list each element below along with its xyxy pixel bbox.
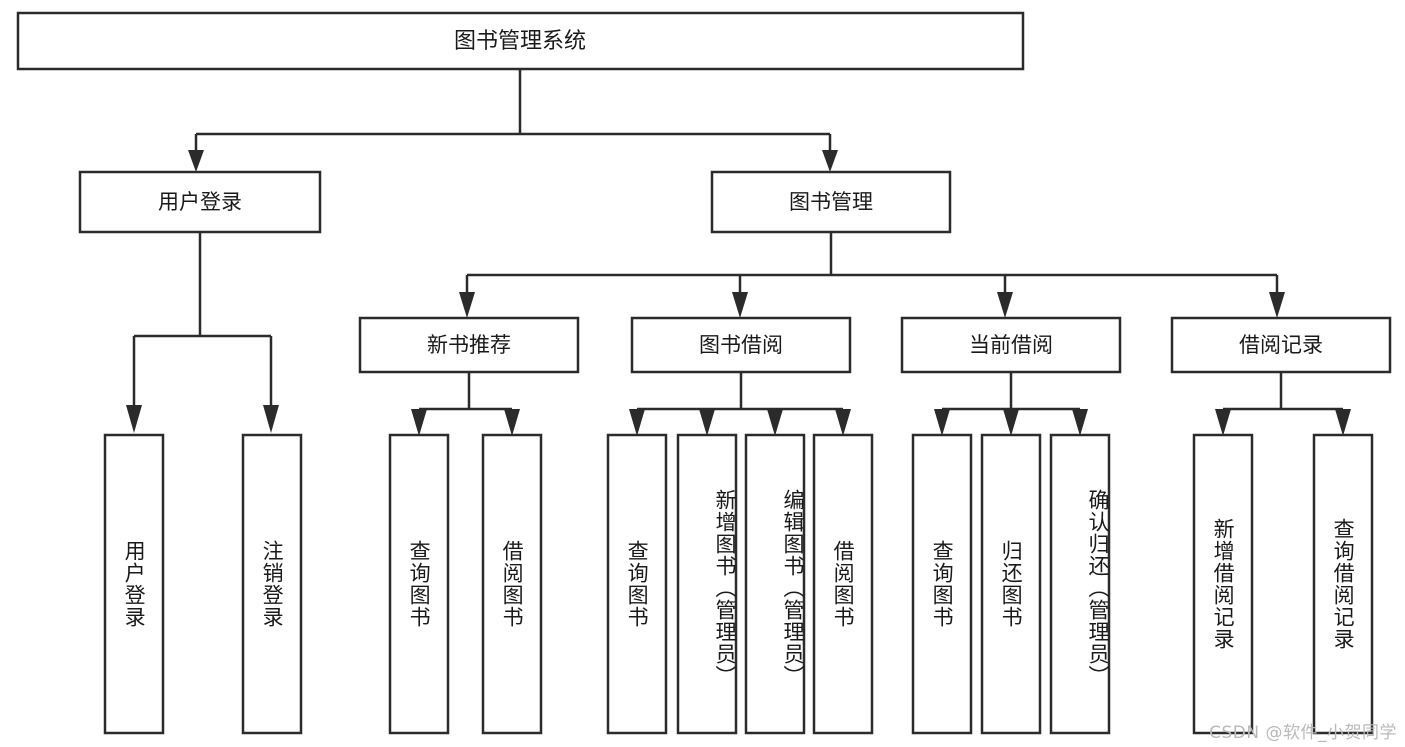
node-new-book-rec-label: 新书推荐	[427, 333, 511, 357]
node-root-label: 图书管理系统	[454, 29, 586, 54]
arrow-head-user-login	[188, 150, 204, 172]
node-new-book-rec[interactable]: 新书推荐	[358, 316, 580, 374]
connector-book-manage-to-level3	[459, 232, 1285, 318]
leaf-box-br-1[interactable]	[1312, 433, 1374, 735]
leaf-box-cb-1[interactable]	[980, 433, 1042, 735]
node-user-login[interactable]: 用户登录	[78, 170, 322, 234]
leaf-box-nbr-0[interactable]	[388, 433, 450, 735]
node-borrow-record-box[interactable]	[1170, 316, 1392, 374]
node-current-borrow-box[interactable]	[900, 316, 1122, 374]
arrow-head-leaf-user-login-0	[126, 405, 142, 433]
arrow-head-leaf-nbr-0	[411, 409, 427, 436]
node-book-borrow-box[interactable]	[630, 316, 852, 374]
arrow-head-leaf-cb-0	[934, 409, 950, 436]
arrow-head-leaf-br-1	[1335, 409, 1351, 436]
node-borrow-record[interactable]: 借阅记录	[1170, 316, 1392, 374]
arrow-head-leaf-bb-3	[835, 409, 851, 436]
connector-new-book-rec-to-leaves	[411, 372, 520, 436]
arrow-head-leaf-user-login-1	[263, 405, 279, 433]
node-book-borrow-label: 图书借阅	[699, 333, 783, 357]
node-current-borrow-label: 当前借阅	[969, 333, 1053, 357]
node-user-login-label: 用户登录	[158, 190, 242, 214]
leaf-box-bb-2[interactable]	[744, 433, 806, 735]
node-root[interactable]: 图书管理系统	[16, 11, 1025, 71]
watermark-text: CSDN @软件_小贺同学	[1209, 723, 1397, 743]
connector-borrow-record-to-leaves	[1215, 372, 1351, 436]
node-borrow-record-label: 借阅记录	[1239, 333, 1323, 357]
arrow-head-current-borrow	[997, 292, 1013, 318]
leaf-box-bb-1[interactable]	[676, 433, 738, 735]
arrow-head-new-book-rec	[459, 292, 475, 318]
connector-current-borrow-to-leaves	[934, 372, 1088, 436]
arrow-head-leaf-nbr-1	[504, 409, 520, 436]
arrow-head-book-borrow	[732, 292, 748, 318]
arrow-head-leaf-bb-0	[629, 409, 645, 436]
arrow-head-borrow-record	[1269, 292, 1285, 318]
arrow-head-leaf-br-0	[1215, 409, 1231, 436]
leaf-box-user-login-0[interactable]	[103, 433, 165, 735]
arrow-head-leaf-bb-2	[767, 409, 783, 436]
node-book-manage[interactable]: 图书管理	[710, 170, 952, 234]
leaf-box-bb-0[interactable]	[606, 433, 668, 735]
leaf-box-bb-3[interactable]	[812, 433, 874, 735]
connector-user-login-to-leaves	[126, 232, 279, 433]
node-book-manage-box[interactable]	[710, 170, 952, 234]
node-root-box[interactable]	[16, 11, 1025, 71]
node-book-borrow[interactable]: 图书借阅	[630, 316, 852, 374]
arrow-head-leaf-cb-1	[1003, 409, 1019, 436]
arrow-head-leaf-cb-2	[1072, 409, 1088, 436]
leaf-box-cb-0[interactable]	[911, 433, 973, 735]
leaf-box-user-login-1[interactable]	[241, 433, 303, 735]
connector-root-to-level2	[188, 69, 838, 172]
node-new-book-rec-box[interactable]	[358, 316, 580, 374]
arrow-head-book-manage	[822, 150, 838, 172]
connector-book-borrow-to-leaves	[629, 372, 851, 436]
node-current-borrow[interactable]: 当前借阅	[900, 316, 1122, 374]
leaf-box-nbr-1[interactable]	[481, 433, 543, 735]
arrow-head-leaf-bb-1	[699, 409, 715, 436]
leaf-box-br-0[interactable]	[1192, 433, 1254, 735]
node-book-manage-label: 图书管理	[789, 190, 873, 214]
leaf-box-cb-2[interactable]	[1049, 433, 1111, 735]
